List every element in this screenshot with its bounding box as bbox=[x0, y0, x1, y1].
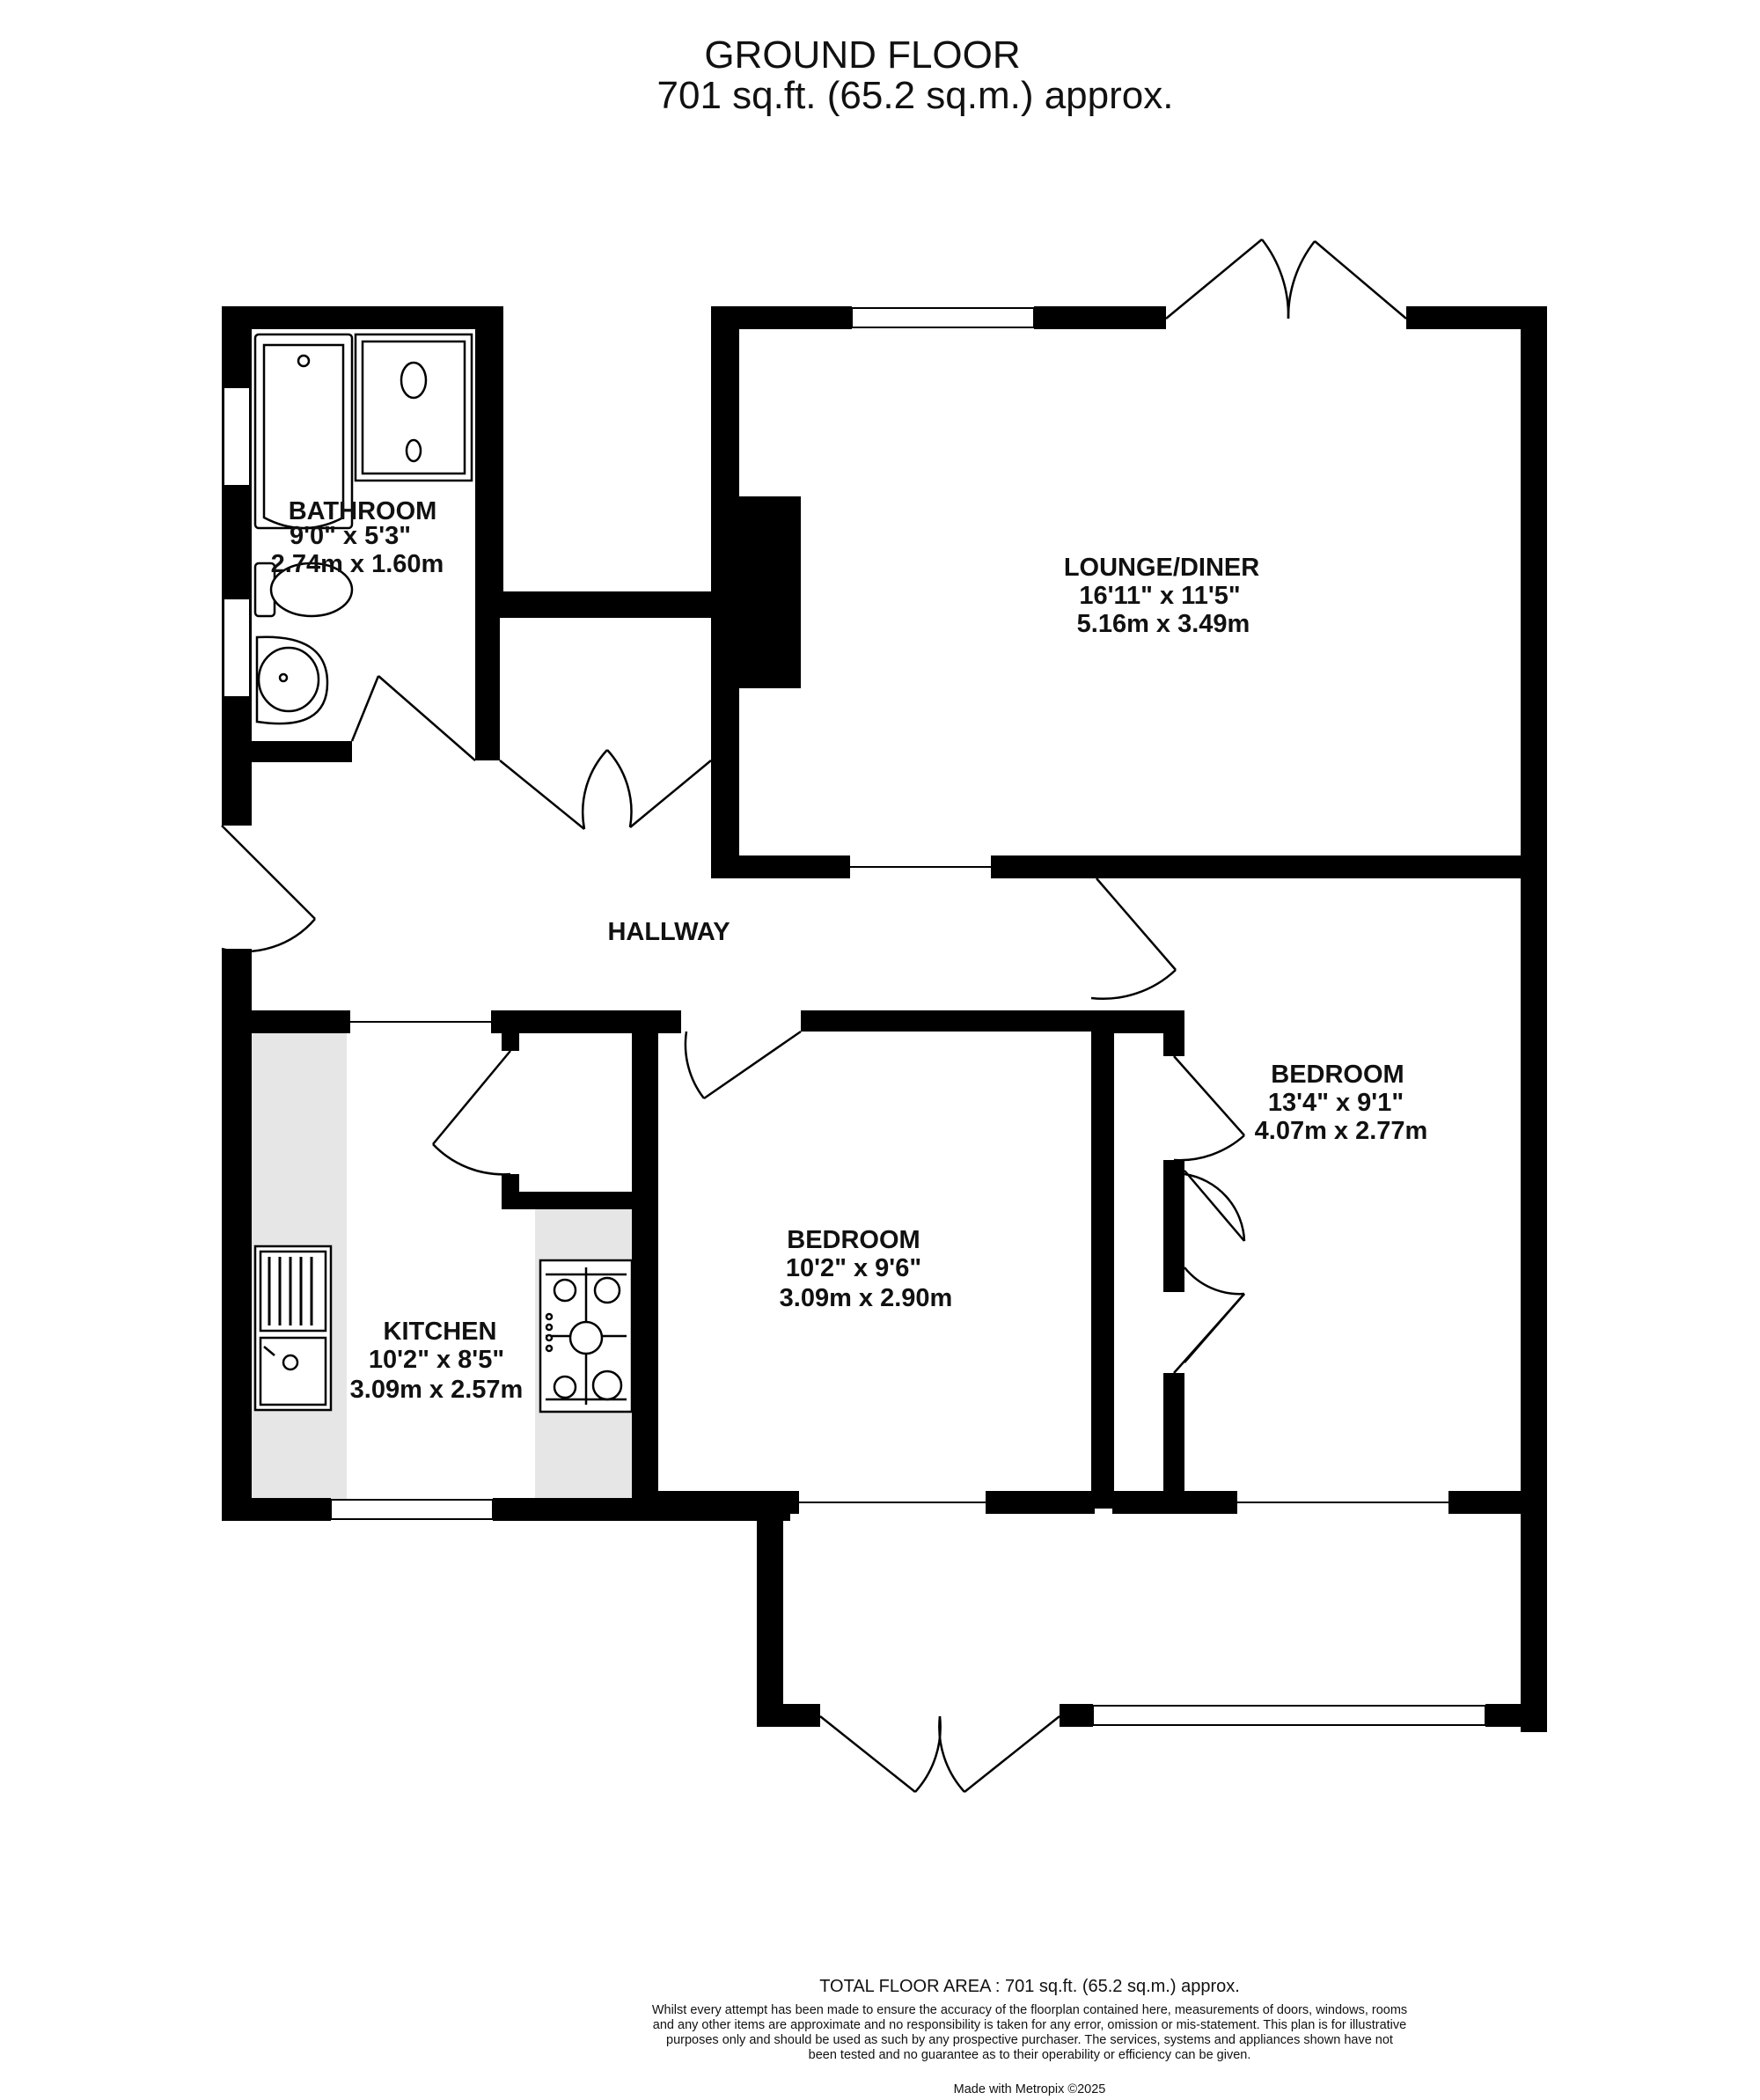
bedroom-middle-name: BEDROOM bbox=[787, 1226, 920, 1254]
label-lounge: LOUNGE/DINER 16'11" x 11'5" 5.16m x 3.49… bbox=[1064, 554, 1259, 638]
kitchen-name: KITCHEN bbox=[384, 1318, 497, 1346]
lounge-imperial: 16'11" x 11'5" bbox=[1079, 582, 1240, 610]
toilet-icon bbox=[253, 562, 354, 618]
kitchen-imperial: 10'2" x 8'5" bbox=[369, 1346, 504, 1374]
bedroom-middle-imperial: 10'2" x 9'6" bbox=[786, 1254, 921, 1282]
walls bbox=[222, 306, 1547, 1732]
kitchen-metric: 3.09m x 2.57m bbox=[350, 1376, 524, 1404]
windows bbox=[223, 307, 1486, 1726]
label-hallway: HALLWAY bbox=[607, 918, 730, 946]
label-bathroom: BATHROOM 9'0" x 5'3" 2.74m x 1.60m bbox=[271, 497, 444, 578]
lounge-metric: 5.16m x 3.49m bbox=[1077, 610, 1250, 638]
bedroom-right-imperial: 13'4" x 9'1" bbox=[1268, 1089, 1404, 1117]
shower-icon bbox=[354, 333, 473, 482]
floor-title: GROUND FLOOR bbox=[704, 33, 1021, 77]
bathroom-name: BATHROOM bbox=[289, 497, 437, 525]
bathroom-metric: 2.74m x 1.60m bbox=[271, 550, 444, 578]
sink-icon bbox=[253, 1245, 333, 1412]
floor-area: 701 sq.ft. (65.2 sq.m.) approx. bbox=[656, 74, 1174, 117]
bedroom-right-name: BEDROOM bbox=[1271, 1061, 1404, 1089]
hallway-name: HALLWAY bbox=[607, 918, 730, 946]
label-kitchen: KITCHEN 10'2" x 8'5" 3.09m x 2.57m bbox=[350, 1318, 524, 1404]
lounge-name: LOUNGE/DINER bbox=[1064, 554, 1259, 582]
label-bedroom-middle: BEDROOM 10'2" x 9'6" 3.09m x 2.90m bbox=[780, 1226, 953, 1312]
bedroom-middle-metric: 3.09m x 2.90m bbox=[780, 1284, 953, 1312]
footer-disclaimer: Whilst every attempt has been made to en… bbox=[651, 2003, 1408, 2062]
footer-credit: Made with Metropix ©2025 bbox=[953, 2082, 1106, 2096]
hob-icon bbox=[539, 1259, 634, 1413]
bathroom-imperial: 9'0" x 5'3" bbox=[290, 522, 411, 550]
footer-total-area: TOTAL FLOOR AREA : 701 sq.ft. (65.2 sq.m… bbox=[819, 1977, 1240, 1996]
basin-icon bbox=[255, 635, 329, 725]
bath-icon bbox=[253, 333, 354, 530]
doors bbox=[221, 239, 1407, 1793]
bedroom-right-metric: 4.07m x 2.77m bbox=[1255, 1117, 1428, 1145]
label-bedroom-right: BEDROOM 13'4" x 9'1" 4.07m x 2.77m bbox=[1255, 1061, 1428, 1145]
